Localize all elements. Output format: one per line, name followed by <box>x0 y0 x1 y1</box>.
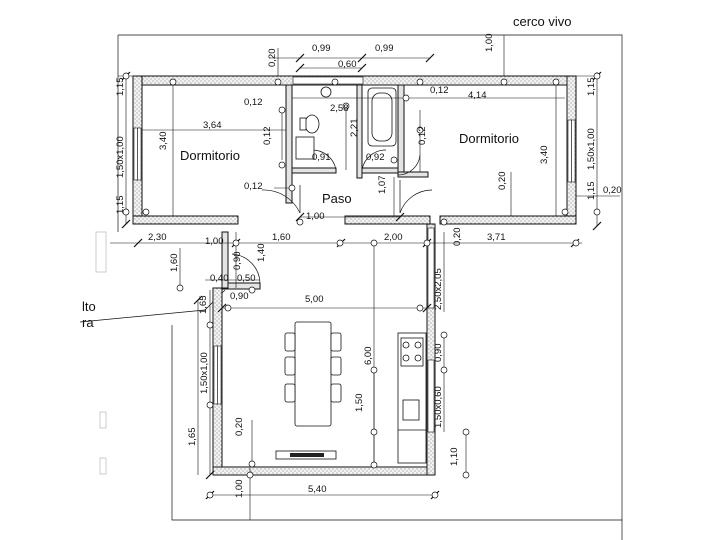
lot-boundary <box>79 34 623 540</box>
dim-label: 1,15 <box>586 78 597 97</box>
dim-label: 0,99 <box>312 43 331 54</box>
dim-label: 1,10 <box>449 448 460 467</box>
offsheet-marks <box>95 231 107 475</box>
dim-label: 1,50 <box>354 394 365 413</box>
dim-label: 1,50x0,60 <box>433 386 444 428</box>
dim-label: 1,65 <box>198 296 209 315</box>
dim-label: 0,40 <box>210 273 229 284</box>
dim-label: 0,12 <box>417 127 428 146</box>
dim-label: 2,30 <box>148 232 167 243</box>
dim-label: 0,20 <box>497 172 508 191</box>
dim-label: 1,00 <box>484 34 495 53</box>
dim-label: 2,50x2,05 <box>433 268 444 310</box>
room-label-hall: Paso <box>322 191 352 206</box>
dim-label: 0,99 <box>375 43 394 54</box>
dim-label: 0,12 <box>244 97 263 108</box>
dim-label: 1,50x1,00 <box>115 136 126 178</box>
dim-label: 5,00 <box>305 294 324 305</box>
dim-label: 1,07 <box>377 176 388 195</box>
dim-label: 5,40 <box>308 484 327 495</box>
dim-label: 1,15 <box>586 182 597 201</box>
dim-label: 2,00 <box>384 232 403 243</box>
room-label-right-bedroom: Dormitorio <box>459 131 519 146</box>
dim-label: 0,92 <box>366 152 385 163</box>
dim-label: 3,64 <box>203 120 222 131</box>
dim-label: 1,15 <box>115 78 126 97</box>
dim-label: 1,00 <box>234 480 245 499</box>
dim-label: 1,15 <box>115 196 126 215</box>
dim-label: 1,00 <box>205 236 224 247</box>
dim-label: 1,00 <box>306 211 325 222</box>
dimension-labels: 0,99 0,99 0,60 0,20 1,00 1,15 1,50x1,00 … <box>115 34 622 499</box>
dim-label: 0,20 <box>603 185 622 196</box>
dim-label: 3,71 <box>487 232 506 243</box>
bathroom-fixtures <box>295 86 397 160</box>
dim-label: 0,20 <box>234 418 245 437</box>
dim-label: 0,90 <box>433 344 444 363</box>
dim-label: 1,60 <box>272 232 291 243</box>
dim-label: 0,60 <box>338 59 357 70</box>
dim-label: 0,20 <box>452 228 463 247</box>
dim-label: 0,12 <box>244 181 263 192</box>
dim-label: 0,90 <box>230 291 249 302</box>
dim-label: 1,60 <box>169 254 180 273</box>
hedge-label: cerco vivo <box>513 14 572 29</box>
doors <box>231 149 433 284</box>
dim-label: 2,21 <box>349 119 360 138</box>
dim-label: 3,40 <box>158 132 169 151</box>
dim-label: 4,14 <box>468 90 487 101</box>
windows <box>133 76 576 433</box>
dim-label: 1,50x1,00 <box>199 352 210 394</box>
reference-nodes <box>122 72 601 499</box>
dim-label: 0,12 <box>262 127 273 146</box>
dim-label: 0,90 <box>232 252 243 271</box>
dim-label: 6,00 <box>363 347 374 366</box>
dimension-lines <box>110 35 620 520</box>
side-note-line-2: ra <box>82 315 94 330</box>
dim-label: 2,58 <box>330 103 349 114</box>
dim-label: 0,20 <box>267 49 278 68</box>
dim-label: 1,65 <box>187 428 198 447</box>
dim-label: 3,40 <box>539 146 550 165</box>
side-note-line-1: lto <box>82 299 96 314</box>
dim-label: 0,91 <box>312 152 331 163</box>
kitchen-furniture <box>275 321 427 464</box>
dim-label: 1,50x1,00 <box>586 128 597 170</box>
dim-label: 0,50 <box>237 273 256 284</box>
dim-label: 1,40 <box>256 244 267 263</box>
room-label-left-bedroom: Dormitorio <box>180 148 240 163</box>
dim-label: 0,12 <box>430 85 449 96</box>
